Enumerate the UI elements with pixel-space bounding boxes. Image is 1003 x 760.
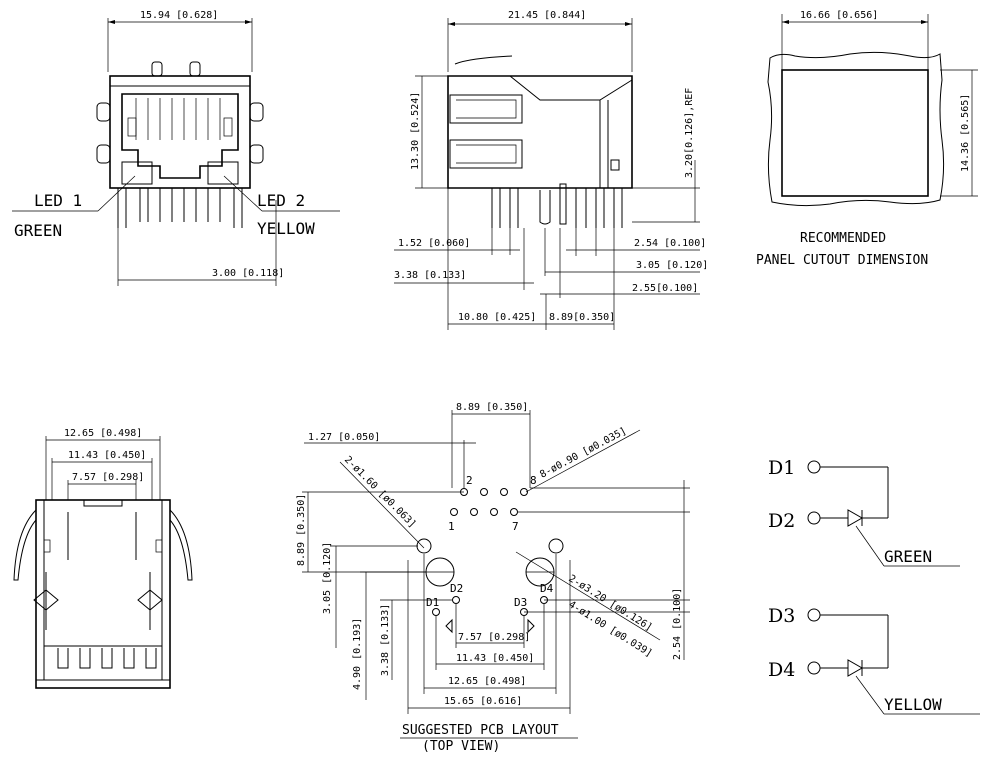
pcb-dim-889-left: 8.89 [0.350] — [296, 494, 307, 566]
side-dim-1080: 10.80 [0.425] — [458, 312, 536, 323]
cutout-width-dim: 16.66 [0.656] — [800, 10, 878, 21]
schem-d4: D4 — [768, 659, 795, 681]
side-height-dim: 13.30 [0.524] — [410, 92, 421, 170]
front-view: 15.94 [0.628] — [12, 10, 340, 286]
pcb-pin-7: 7 — [512, 520, 519, 533]
side-ref-dim: 3.20[0.126],REF — [684, 88, 695, 178]
pcb-dim-305: 3.05 [0.120] — [322, 542, 333, 614]
side-dim-255: 2.55[0.100] — [632, 283, 698, 294]
schem-d1: D1 — [768, 457, 795, 479]
pcb-caption-1: SUGGESTED PCB LAYOUT — [402, 723, 559, 738]
schem-d3: D3 — [768, 605, 795, 627]
pcb-dim-1143: 11.43 [0.450] — [456, 653, 534, 664]
pcb-pin-2: 2 — [466, 474, 473, 487]
pcb-layout: 8.89 [0.350] 1.27 [0.050] 2 1 7 8 2-ø1.6… — [296, 402, 690, 754]
bottom-dim-1265: 12.65 [0.498] — [64, 428, 142, 439]
schem-yellow: YELLOW — [884, 695, 942, 714]
pcb-dim-254: 2.54 [0.100] — [672, 588, 683, 660]
side-dim-338: 3.38 [0.133] — [394, 270, 466, 281]
pcb-hole-090: 8-ø0.90 [ø0.035] — [538, 426, 628, 481]
pcb-pin-8: 8 — [530, 474, 537, 487]
pcb-dim-127: 1.27 [0.050] — [308, 432, 380, 443]
pcb-pin-d4: D4 — [540, 582, 554, 595]
led2-label: LED 2 — [257, 191, 305, 210]
side-dim-152: 1.52 [0.060] — [398, 238, 470, 249]
pcb-pin-d3: D3 — [514, 596, 527, 609]
front-width-dim: 15.94 [0.628] — [140, 10, 218, 21]
led2-color: YELLOW — [257, 219, 315, 238]
pcb-dim-338: 3.38 [0.133] — [380, 604, 391, 676]
side-view: 21.45 [0.844] 13.30 [0.524] 3.2 — [394, 10, 708, 330]
bottom-view: 12.65 [0.498] 11.43 [0.450] 7.57 [0.298] — [13, 428, 193, 689]
bottom-dim-1143: 11.43 [0.450] — [68, 450, 146, 461]
side-dim-889: 8.89[0.350] — [549, 312, 615, 323]
pcb-dim-1265: 12.65 [0.498] — [448, 676, 526, 687]
side-dim-305: 3.05 [0.120] — [636, 260, 708, 271]
side-length-dim: 21.45 [0.844] — [508, 10, 586, 21]
pcb-pin-d2: D2 — [450, 582, 463, 595]
pcb-dim-889-top: 8.89 [0.350] — [456, 402, 528, 413]
pcb-dim-1565: 15.65 [0.616] — [444, 696, 522, 707]
cutout-height-dim: 14.36 [0.565] — [960, 94, 971, 172]
cutout-caption-2: PANEL CUTOUT DIMENSION — [756, 253, 928, 268]
pcb-pin-d1: D1 — [426, 596, 439, 609]
led1-color: GREEN — [14, 221, 62, 240]
bottom-dim-757: 7.57 [0.298] — [72, 472, 144, 483]
cutout-caption-1: RECOMMENDED — [800, 231, 886, 246]
pcb-dim-490: 4.90 [0.193] — [352, 618, 363, 690]
schem-green: GREEN — [884, 547, 932, 566]
pcb-dim-757: 7.57 [0.298] — [458, 632, 530, 643]
led-schematic: D1 D2 GREEN D3 D4 YELLOW — [768, 457, 980, 715]
schem-d2: D2 — [768, 510, 795, 532]
pcb-pin-1: 1 — [448, 520, 455, 533]
pcb-caption-2: (TOP VIEW) — [422, 739, 500, 754]
panel-cutout: 16.66 [0.656] 14.36 [0.565] RECOMMENDED … — [756, 10, 978, 268]
side-dim-254: 2.54 [0.100] — [634, 238, 706, 249]
front-pin-offset-dim: 3.00 [0.118] — [212, 268, 284, 279]
led1-label: LED 1 — [34, 191, 82, 210]
